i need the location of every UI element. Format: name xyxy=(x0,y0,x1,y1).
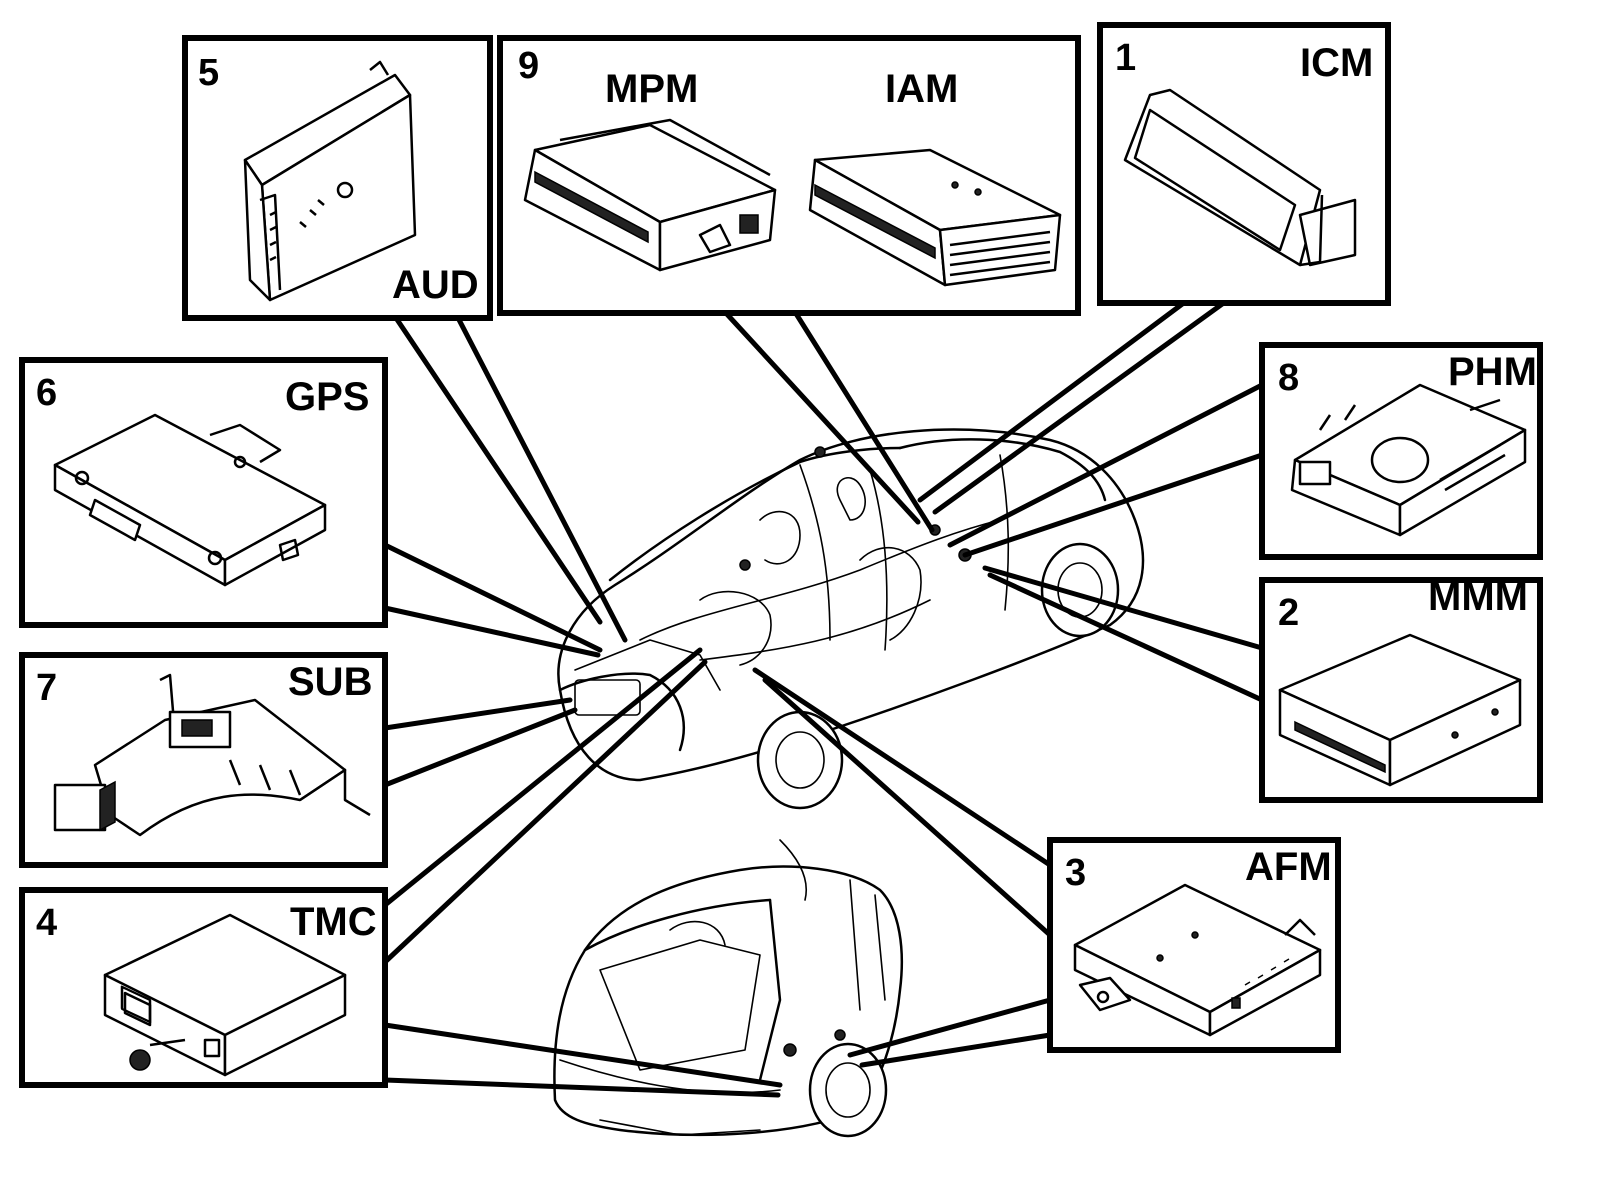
phm-label: PHM xyxy=(1448,350,1537,394)
afm-label: AFM xyxy=(1245,845,1332,889)
gps-frame xyxy=(19,357,388,628)
phm-module-icon xyxy=(1290,383,1527,537)
module-box-mpm-iam: 9 MPM IAM xyxy=(497,35,1081,316)
module-box-tmc: 4 TMC xyxy=(19,887,388,1088)
tmc-label: TMC xyxy=(290,900,377,944)
leader-lines xyxy=(382,299,1265,1098)
sub-module-icon xyxy=(53,673,371,837)
rear-car-illustration xyxy=(553,839,904,1138)
icm-label: ICM xyxy=(1300,41,1373,85)
sub-number: 7 xyxy=(36,667,57,709)
iam-label: IAM xyxy=(885,67,958,111)
icm-display-icon xyxy=(1123,88,1357,267)
icm-number: 1 xyxy=(1115,37,1136,79)
gps-module-icon xyxy=(53,413,327,587)
module-box-sub: 7 SUB xyxy=(19,652,388,868)
afm-module-icon xyxy=(1073,883,1322,1037)
mmm-module-icon xyxy=(1278,633,1522,787)
module-box-aud: 5 AUD xyxy=(182,35,493,321)
aud-module-icon xyxy=(243,60,417,302)
tmc-number: 4 xyxy=(36,902,57,944)
mmm-number: 2 xyxy=(1278,592,1299,634)
module-box-icm: 1 ICM xyxy=(1097,22,1391,306)
afm-number: 3 xyxy=(1065,852,1086,894)
phm-number: 8 xyxy=(1278,357,1299,399)
mpm-iam-number: 9 xyxy=(518,45,539,87)
mpm-label: MPM xyxy=(605,67,698,111)
aud-label: AUD xyxy=(392,263,479,307)
gps-number: 6 xyxy=(36,372,57,414)
module-box-mmm: 2 MMM xyxy=(1259,575,1543,803)
module-box-gps: 6 GPS xyxy=(19,357,388,628)
gps-label: GPS xyxy=(285,375,369,419)
aud-number: 5 xyxy=(198,52,219,94)
mmm-label: MMM xyxy=(1428,575,1528,619)
module-box-afm: 3 AFM xyxy=(1047,837,1341,1053)
main-car-illustration xyxy=(557,428,1145,810)
mpm-module-icon xyxy=(523,118,777,272)
tmc-module-icon xyxy=(103,913,347,1077)
sub-label: SUB xyxy=(288,660,372,704)
module-box-phm: 8 PHM xyxy=(1259,342,1543,560)
iam-module-icon xyxy=(808,148,1062,287)
